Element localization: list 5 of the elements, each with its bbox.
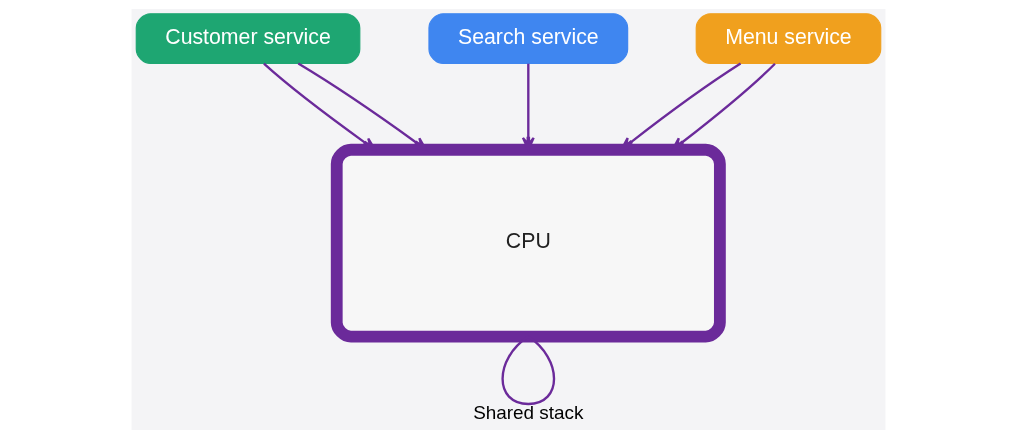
node-box: Menu service bbox=[695, 12, 881, 64]
node-box: Search service bbox=[427, 12, 628, 64]
node-box: CPU bbox=[330, 143, 726, 342]
edge-label: Shared stack bbox=[472, 401, 583, 423]
node-box: Customer service bbox=[135, 12, 360, 64]
